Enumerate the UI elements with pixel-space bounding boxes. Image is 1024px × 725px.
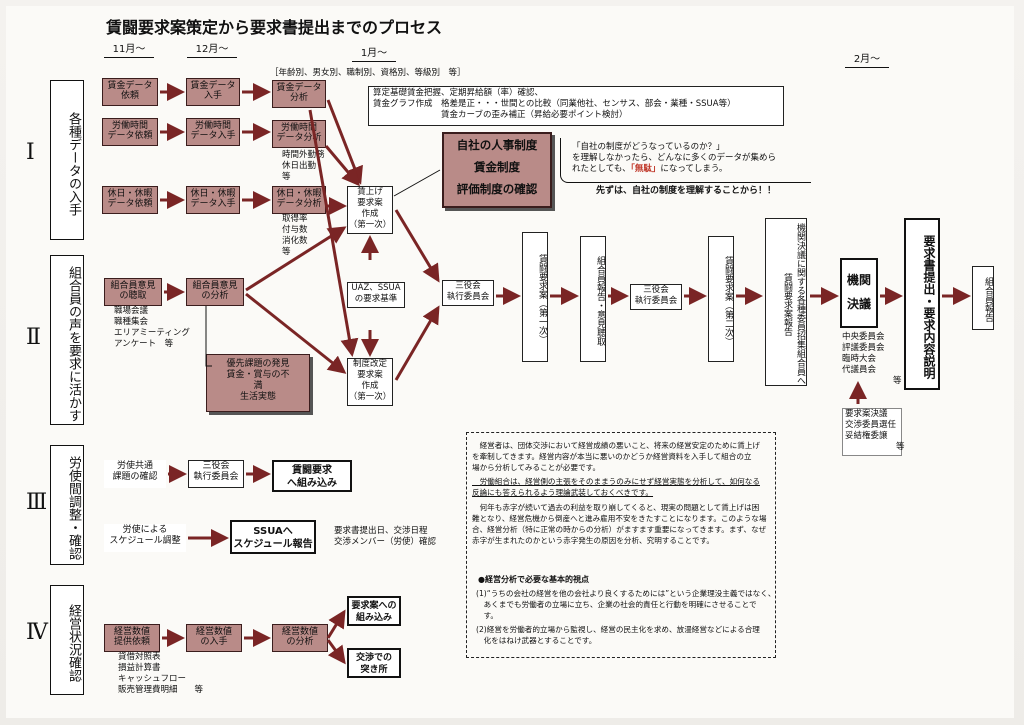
holiday-data-analysis: 休日・休暇 データ分析 bbox=[272, 186, 326, 214]
priority-issue-text: 優先課題の発見 賃金・賞与の不 満 生活実態 bbox=[226, 359, 290, 402]
submit-request-box: 要求書提出・要求内容説明 bbox=[904, 218, 940, 390]
holiday-data-request: 休日・休暇 データ依頼 bbox=[102, 186, 158, 214]
explanation-point-1: (1)“うちの会社の経営を他の会社より良くするためには”という企業理没主義ではな… bbox=[476, 589, 776, 620]
include-request-text: 賃闘要求 へ組み込み bbox=[287, 465, 337, 489]
section-2-numeral: Ⅱ bbox=[26, 325, 41, 350]
sanyaku-1-box: 三役会 執行委員会 bbox=[442, 280, 494, 306]
finance-doc-list: 貸借対照表 損益計算書 キャッシュフロー 販売管理費明細 等 bbox=[118, 652, 204, 695]
arrow-d7 bbox=[326, 609, 346, 639]
priority-issue-box: 優先課題の発見 賃金・賞与の不 満 生活実態 bbox=[206, 354, 310, 412]
raise-draft-box: 賃上げ 要求案 作成 （第一次） bbox=[347, 186, 393, 234]
kikan-report-box: 機関決議に関する各種委員招集組合員へ賃闘要求案報告 bbox=[765, 218, 807, 386]
section-4-numeral: Ⅳ bbox=[26, 620, 48, 645]
uaz-ssua-standard-box: UAZ、SSUA の要求基準 bbox=[347, 282, 405, 308]
system-bubble-emphasis: 先ずは、自社の制度を理解することから！！ bbox=[596, 186, 777, 196]
system-bubble bbox=[560, 138, 811, 183]
month-label-1: 1月〜 bbox=[352, 44, 396, 62]
raise-to-center bbox=[393, 169, 441, 197]
to-request-box: 要求案への 組み込み bbox=[347, 596, 401, 626]
kikan-committee-list: 中央委員会 評議委員会 臨時大会 代議員会 等 bbox=[842, 332, 902, 386]
member-opinion-methods: 職場会議 職種集会 エリアミーティング アンケート 等 bbox=[114, 306, 190, 349]
include-request-box: 賃闘要求 へ組み込み bbox=[272, 460, 352, 492]
arrow-m2 bbox=[394, 305, 440, 381]
section-2-label: 組合員の声を要求に活かす bbox=[50, 255, 84, 425]
worktime-data-acquire: 労働時間 データ入手 bbox=[186, 118, 240, 146]
wage-breakdown-note: ［年齢別、男女別、職制別、資格別、等級別 等］ bbox=[270, 68, 466, 78]
system-bubble-text: 「自社の制度がどうなっているのか？」 を理解しなかったら、どんなに多くのデータが… bbox=[572, 142, 777, 174]
month-label-2: 2月〜 bbox=[845, 50, 889, 68]
negotiation-point-text: 交渉での 突き所 bbox=[355, 653, 392, 675]
member-opinion-listen: 組合員意見 の聴取 bbox=[104, 278, 162, 306]
finance-data-analysis: 経営数値 の分析 bbox=[272, 624, 328, 652]
final-report-box: 組合員報告 bbox=[972, 266, 994, 330]
delegation-box: 要求案決議 交渉委員選任 妥結権委譲 等 bbox=[842, 408, 905, 456]
kikan-decision-box: 機関 決議 bbox=[840, 258, 878, 328]
month-label-12: 12月〜 bbox=[187, 40, 237, 58]
bubble-red-word: 「無駄」 bbox=[630, 164, 661, 174]
analysis-explanation-box bbox=[466, 432, 776, 658]
wage-data-request: 賃金データ 依頼 bbox=[102, 78, 158, 106]
sanyaku-3-box: 三役会 執行委員会 bbox=[188, 460, 244, 488]
wage-data-acquire: 賃金データ 入手 bbox=[186, 78, 240, 106]
system-check-box: 自社の人事制度 賃金制度 評価制度の確認 bbox=[442, 132, 552, 208]
explanation-para-2: 労働組合は、経営側の主張をそのままうのみにせず経営実態を分析して、如何なる 反論… bbox=[472, 477, 760, 497]
worktime-data-request: 労働時間 データ依頼 bbox=[102, 118, 158, 146]
section-4-label: 経営状況確認 bbox=[50, 585, 84, 695]
explanation-heading: ●経営分析で必要な基本的視点 bbox=[478, 575, 589, 584]
wage-data-analysis: 賃金データ 分析 bbox=[272, 80, 326, 108]
arrow-d2 bbox=[324, 145, 360, 187]
arrow-d5 bbox=[245, 226, 347, 292]
to-request-text: 要求案への 組み込み bbox=[351, 601, 397, 623]
worktime-sub-items: 時間外勤務 休日出勤 等 bbox=[282, 150, 325, 182]
schedule-adjust-box: 労使による スケジュール調整 bbox=[104, 524, 186, 552]
priority-connector bbox=[205, 306, 212, 367]
arrow-d8 bbox=[326, 639, 346, 665]
sanyaku-2-box: 三役会 執行委員会 bbox=[630, 284, 682, 310]
explanation-para-3: 何年も赤字が続いて過去の利益を取り崩してくると、現実の問題として賃上げは困 難と… bbox=[472, 503, 767, 545]
draft-1-box: 賃闘要求案（第一次） bbox=[522, 232, 548, 362]
section-1-numeral: Ⅰ bbox=[26, 140, 35, 165]
holiday-data-acquire: 休日・休暇 データ入手 bbox=[186, 186, 240, 214]
arrow-d6 bbox=[245, 292, 347, 374]
month-label-11: 11月〜 bbox=[104, 40, 154, 58]
member-opinion-analysis: 組合員意見 の分析 bbox=[186, 278, 244, 306]
finance-data-request: 経営数値 提供依頼 bbox=[104, 624, 160, 652]
schedule-confirm-note: 要求書提出日、交渉日程 交渉メンバー（労使）確認 bbox=[334, 526, 437, 547]
wage-analysis-note: 算定基礎賃金把握、定期昇給額（率）確認、 賃金グラフ作成 格差是正・・・世間との… bbox=[368, 86, 784, 126]
section-1-label: 各種データの入手 bbox=[50, 80, 84, 240]
draft-2-box: 賃闘要求案（第二次） bbox=[708, 236, 734, 362]
negotiation-point-box: 交渉での 突き所 bbox=[347, 648, 401, 678]
explanation-point-2: (2)経営を労働者的立場から監視し、経営の民主化を求め、放漫経営などによる合理 … bbox=[476, 625, 760, 645]
wage-analysis-text: 算定基礎賃金把握、定期昇給額（率）確認、 賃金グラフ作成 格差是正・・・世間との… bbox=[373, 88, 736, 120]
member-report-box: 組合員報告・意見聴取 bbox=[580, 236, 606, 362]
ssua-report-box: SSUAへ スケジュール報告 bbox=[230, 520, 316, 554]
finance-data-acquire: 経営数値 の入手 bbox=[186, 624, 242, 652]
ssua-report-text: SSUAへ スケジュール報告 bbox=[233, 526, 313, 550]
reform-draft-box: 制度改定 要求案 作成 （第一次） bbox=[347, 358, 393, 406]
kikan-decision-text: 機関 決議 bbox=[846, 273, 871, 311]
system-check-text: 自社の人事制度 賃金制度 評価制度の確認 bbox=[456, 138, 538, 196]
section-3-label: 労使間調整・確認 bbox=[50, 445, 84, 565]
page-title: 賃闘要求案策定から要求書提出までのプロセス bbox=[106, 18, 443, 37]
section-3-numeral: Ⅲ bbox=[26, 490, 48, 515]
explanation-para-1: 経営者は、団体交渉において経営成績の悪いこと、将来の経営安定のために賃上げ を牽… bbox=[472, 441, 761, 472]
holiday-sub-items: 取得率 付与数 消化数 等 bbox=[282, 214, 308, 257]
arrow-m1 bbox=[394, 209, 440, 283]
common-issue-box: 労使共通 課題の確認 bbox=[104, 460, 166, 488]
